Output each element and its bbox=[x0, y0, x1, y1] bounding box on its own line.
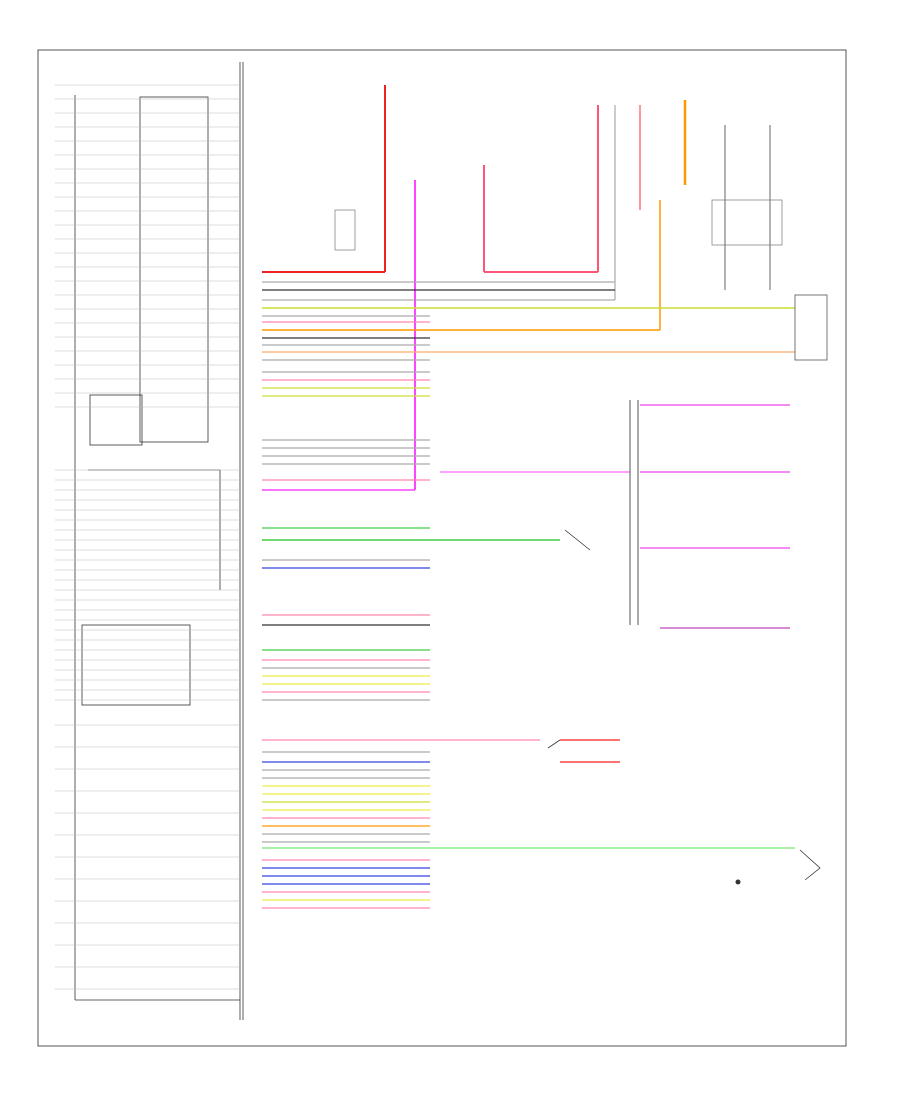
left-cluster-wiring bbox=[55, 84, 240, 990]
diagram-border bbox=[37, 49, 847, 1047]
top-harness bbox=[262, 85, 783, 491]
instrument-cluster-block bbox=[74, 62, 244, 1020]
harness-lines bbox=[262, 281, 615, 909]
right-side-runs bbox=[262, 294, 828, 885]
